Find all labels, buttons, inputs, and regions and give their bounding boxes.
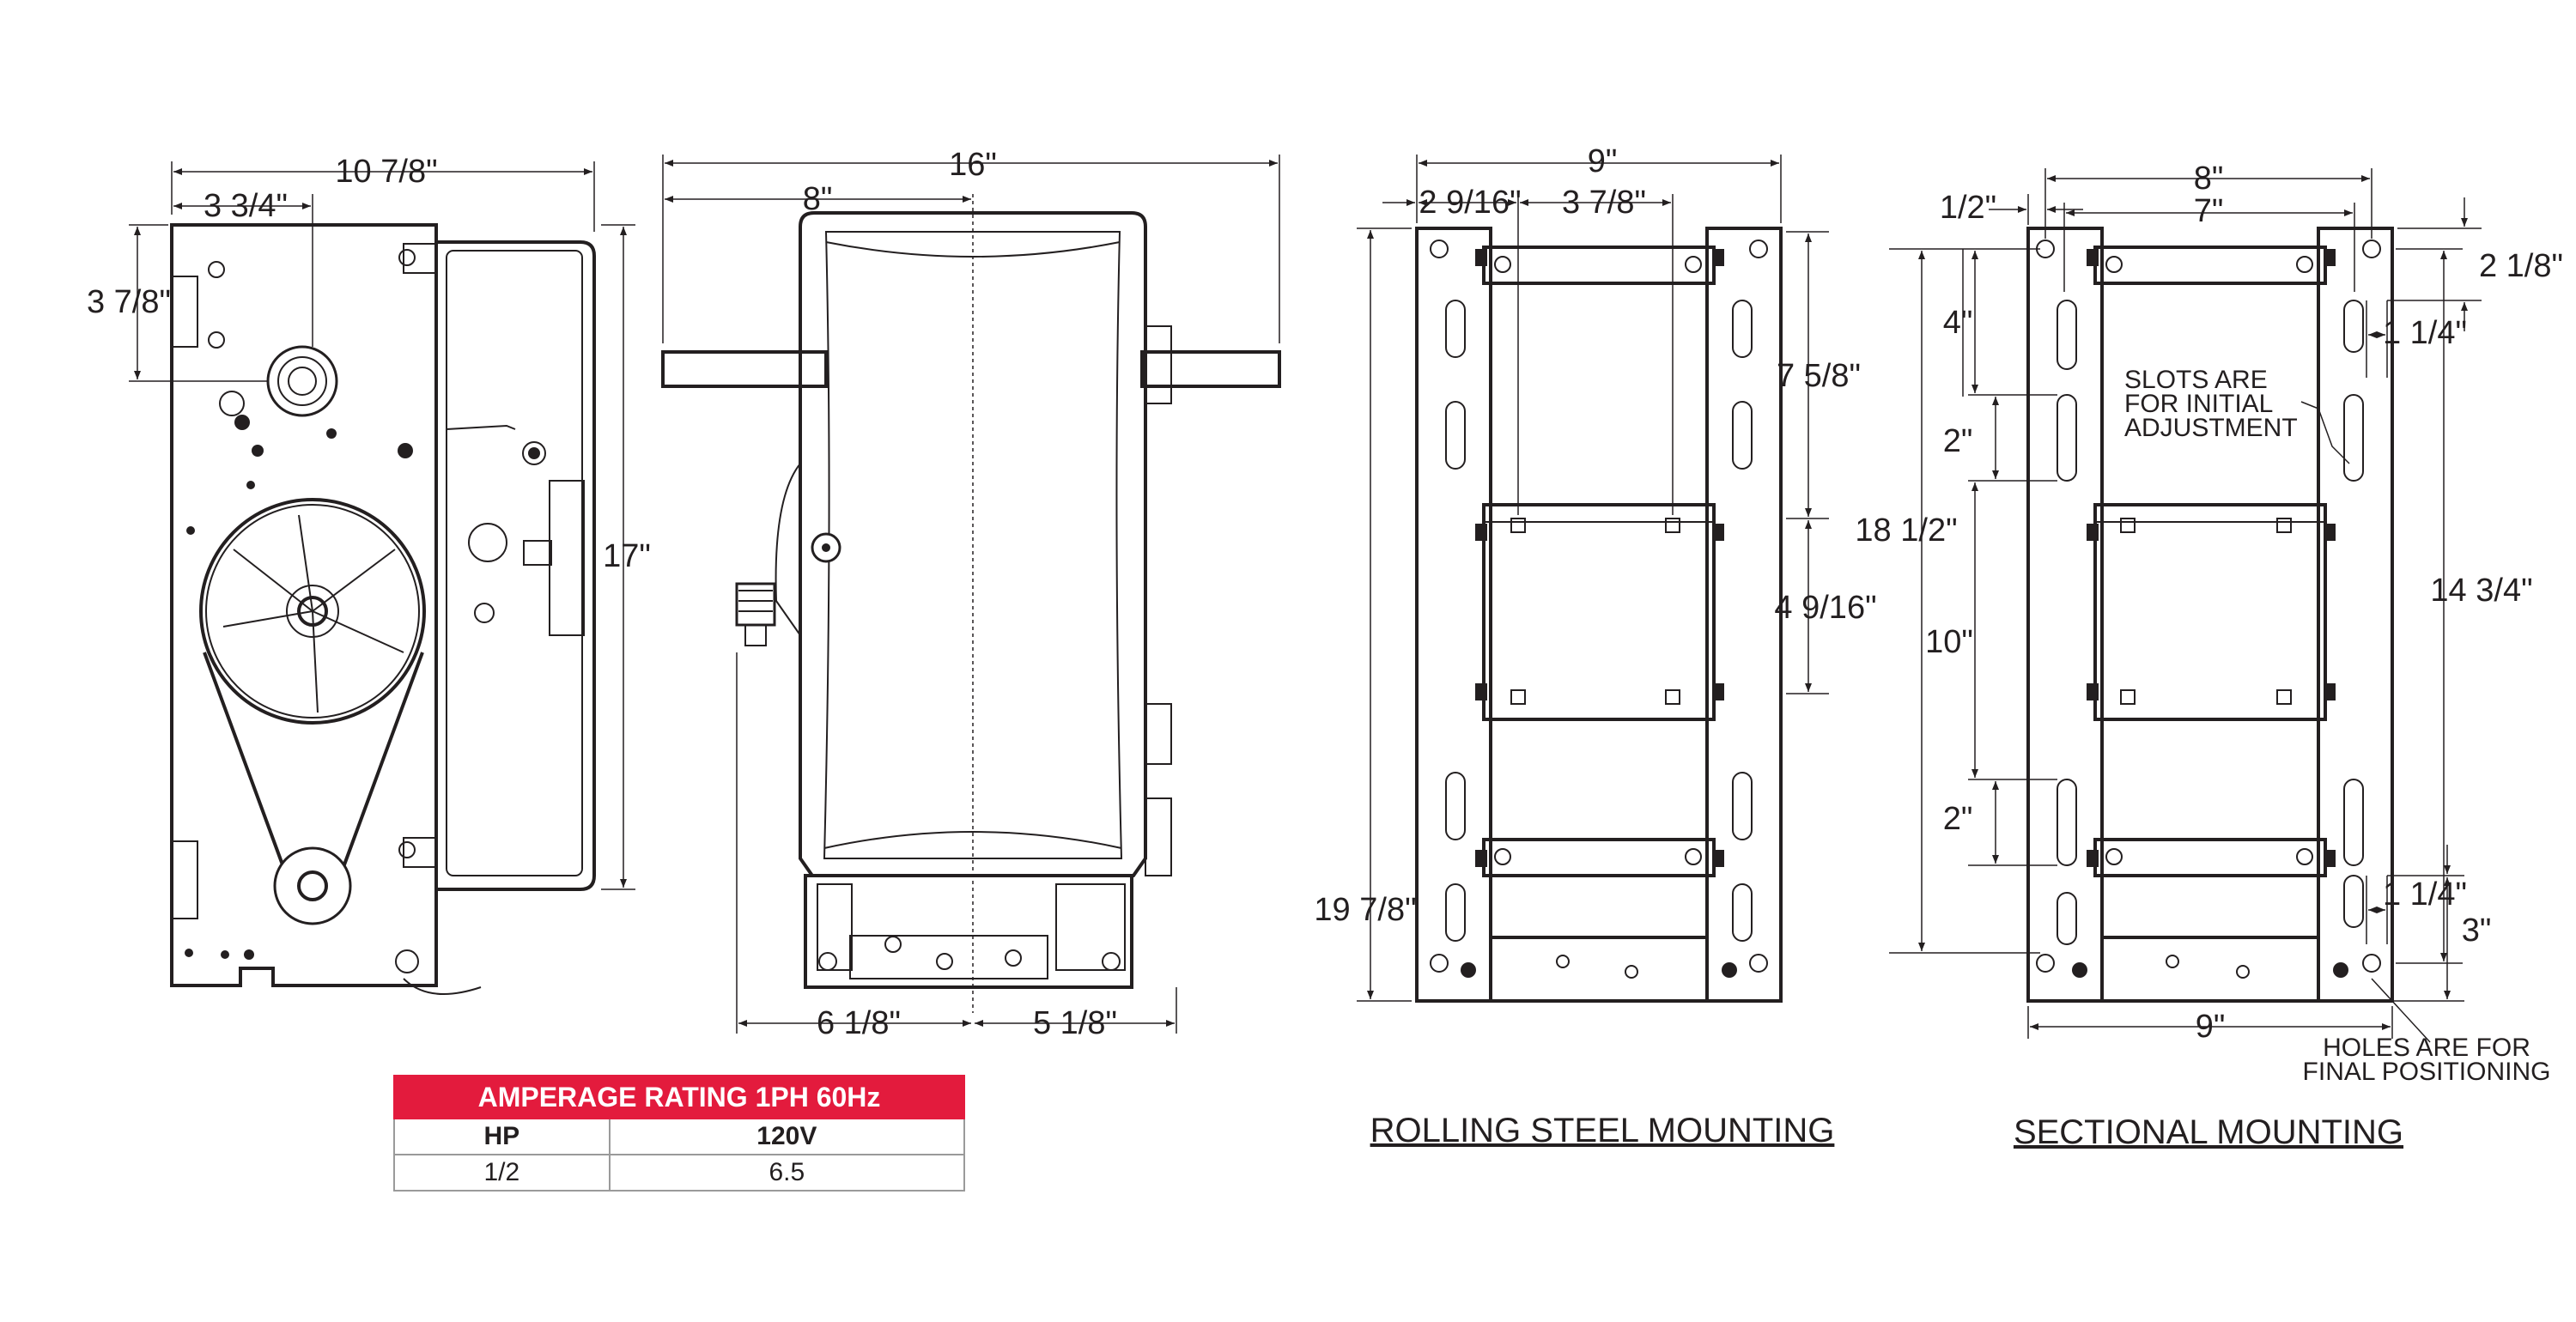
dim-sec-bottom-offset: 3" — [2462, 913, 2492, 949]
rolling-steel-mounting: 9" 2 9/16" 3 7/8" 7 5/8" 4 9/16" 19 7/8"… — [1314, 143, 1876, 1149]
dim-front-left-base: 6 1/8" — [817, 1005, 901, 1041]
sectional-mounting: 8" 7" 1/2" 2 1/8" 1 1/4" 4" 2" 10" 2" 1 … — [1855, 161, 2563, 1151]
dim-side-shaft-offset: 3 3/4" — [204, 188, 288, 224]
dim-rs-overall-height: 19 7/8" — [1314, 892, 1416, 928]
dim-front-half-width: 8" — [803, 181, 833, 217]
amperage-header-voltage: 120V — [608, 1118, 966, 1155]
side-view: 10 7/8" 3 3/4" 3 7/8" 17" — [87, 154, 651, 995]
sectional-title: SECTIONAL MOUNTING — [2014, 1113, 2403, 1151]
note-holes-line-2: FINAL POSITIONING — [2303, 1058, 2551, 1086]
dim-rs-edge-offset: 2 9/16" — [1419, 185, 1521, 221]
dim-front-overall-width: 16" — [949, 147, 997, 183]
dim-side-shaft-height: 3 7/8" — [87, 284, 171, 320]
amperage-cell-amps: 6.5 — [608, 1154, 966, 1192]
dim-side-overall-width: 10 7/8" — [335, 154, 437, 190]
amperage-table-header-row: HP 120V — [393, 1118, 966, 1155]
note-slots-line-1: SLOTS ARE — [2124, 366, 2268, 394]
dim-side-overall-height: 17" — [603, 538, 651, 574]
amperage-cell-hp: 1/2 — [393, 1154, 611, 1192]
dim-rs-overall-width: 9" — [1588, 143, 1618, 179]
rolling-steel-title: ROLLING STEEL MOUNTING — [1370, 1112, 1835, 1149]
front-view: 16" 8" 6 1/8" 5 1/8" — [661, 147, 1281, 1041]
dim-sec-slot-width-top: 1 1/4" — [2383, 315, 2467, 351]
dim-sec-slot-width-bottom: 1 1/4" — [2383, 876, 2467, 913]
dim-sec-edge-offset: 1/2" — [1940, 190, 1996, 226]
note-slots-line-3: ADJUSTMENT — [2124, 414, 2298, 442]
dim-sec-outer-width: 8" — [2194, 161, 2224, 197]
dim-front-right-base: 5 1/8" — [1033, 1005, 1117, 1041]
dim-sec-slot-upper: 4" — [1943, 305, 1973, 341]
amperage-table-title-row: AMPERAGE RATING 1PH 60Hz — [393, 1075, 965, 1119]
dim-sec-top-offset: 2 1/8" — [2479, 248, 2563, 284]
dim-sec-slot-length-lower: 2" — [1943, 801, 1973, 837]
dim-rs-hole-spacing: 3 7/8" — [1562, 185, 1646, 221]
dim-sec-inner-width: 7" — [2194, 193, 2224, 229]
dim-rs-middle-spacing: 4 9/16" — [1774, 590, 1876, 626]
dim-sec-hole-span: 14 3/4" — [2430, 573, 2532, 609]
note-slots-line-2: FOR INITIAL — [2124, 390, 2273, 418]
dim-sec-center-spacing: 10" — [1925, 624, 1973, 660]
dim-rs-upper-spacing: 7 5/8" — [1777, 358, 1861, 394]
amperage-table-title: AMPERAGE RATING 1PH 60Hz — [393, 1075, 965, 1119]
note-holes-line-1: HOLES ARE FOR — [2323, 1034, 2530, 1062]
amperage-table: AMPERAGE RATING 1PH 60Hz HP 120V 1/2 6.5 — [393, 1075, 966, 1192]
dim-sec-overall-height: 18 1/2" — [1855, 512, 1957, 549]
dim-sec-base-width: 9" — [2196, 1009, 2226, 1045]
table-row: 1/2 6.5 — [393, 1154, 966, 1192]
amperage-header-hp: HP — [393, 1118, 611, 1155]
dim-sec-slot-length-upper: 2" — [1943, 423, 1973, 459]
